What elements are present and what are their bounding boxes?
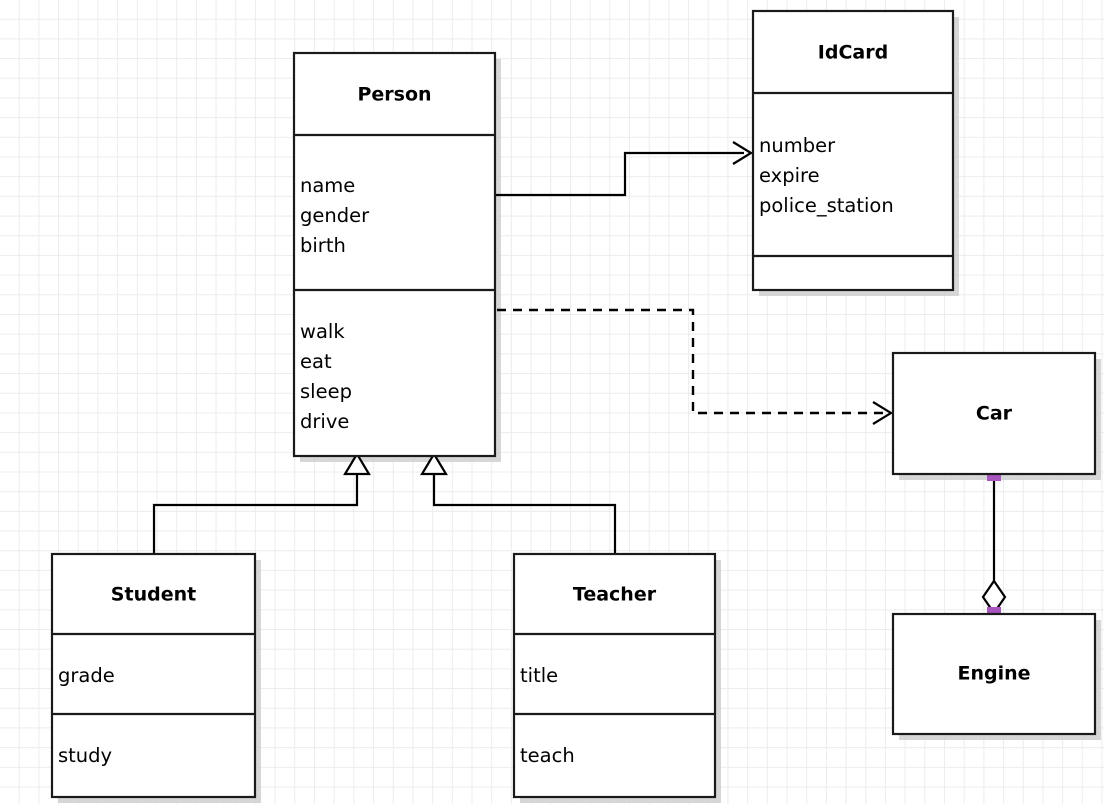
student-outline[interactable]: [50, 552, 257, 799]
person-attribute-2: birth: [300, 234, 346, 257]
idcard-attribute-0: number: [759, 134, 836, 157]
student-method-0: study: [58, 744, 112, 767]
teacher-person-triangle: [420, 451, 448, 476]
idcard-attribute-2: police_station: [759, 194, 894, 217]
teacher-person-line[interactable]: [432, 472, 617, 554]
engine-outline[interactable]: [891, 612, 1097, 736]
person-method-0: walk: [300, 320, 345, 343]
person-method-2: sleep: [300, 380, 352, 403]
car-outline[interactable]: [891, 351, 1097, 476]
idcard-outline[interactable]: [751, 9, 955, 292]
student-attribute-0: grade: [58, 664, 115, 687]
person-title: Person: [357, 84, 431, 106]
person-idcard-line[interactable]: [495, 151, 744, 197]
student-person-triangle: [343, 451, 371, 476]
teacher-method-0: teach: [520, 744, 575, 767]
edge-teacher-person[interactable]: [420, 451, 617, 554]
person-outline[interactable]: [292, 51, 497, 458]
teacher-title: Teacher: [573, 584, 657, 606]
person-car-line[interactable]: [497, 308, 884, 415]
class-box-engine[interactable]: Engine: [891, 612, 1097, 736]
person-car-arrowhead: [872, 401, 894, 425]
car-title: Car: [976, 403, 1013, 425]
idcard-title: IdCard: [818, 42, 888, 64]
teacher-outline[interactable]: [512, 552, 717, 799]
person-method-1: eat: [300, 350, 332, 373]
engine-title: Engine: [957, 663, 1030, 685]
student-person-line[interactable]: [152, 472, 359, 554]
person-idcard-arrowhead: [732, 141, 754, 165]
edge-student-person[interactable]: [152, 451, 371, 554]
edge-car-engine[interactable]: [981, 467, 1007, 621]
person-attribute-0: name: [300, 174, 355, 197]
class-box-idcard[interactable]: IdCard number expire police_station: [751, 9, 955, 292]
student-title: Student: [111, 584, 196, 606]
class-box-teacher[interactable]: Teacher title teach: [512, 552, 717, 799]
edge-person-idcard[interactable]: [495, 141, 754, 197]
person-method-3: drive: [300, 410, 349, 433]
edge-person-car[interactable]: [497, 308, 894, 425]
class-box-person[interactable]: Person name gender birth walk eat sleep …: [292, 51, 497, 458]
teacher-attribute-0: title: [520, 664, 558, 687]
person-attribute-1: gender: [300, 204, 370, 227]
class-box-car[interactable]: Car: [891, 351, 1097, 476]
class-box-student[interactable]: Student grade study: [50, 552, 257, 799]
idcard-attribute-1: expire: [759, 164, 820, 187]
